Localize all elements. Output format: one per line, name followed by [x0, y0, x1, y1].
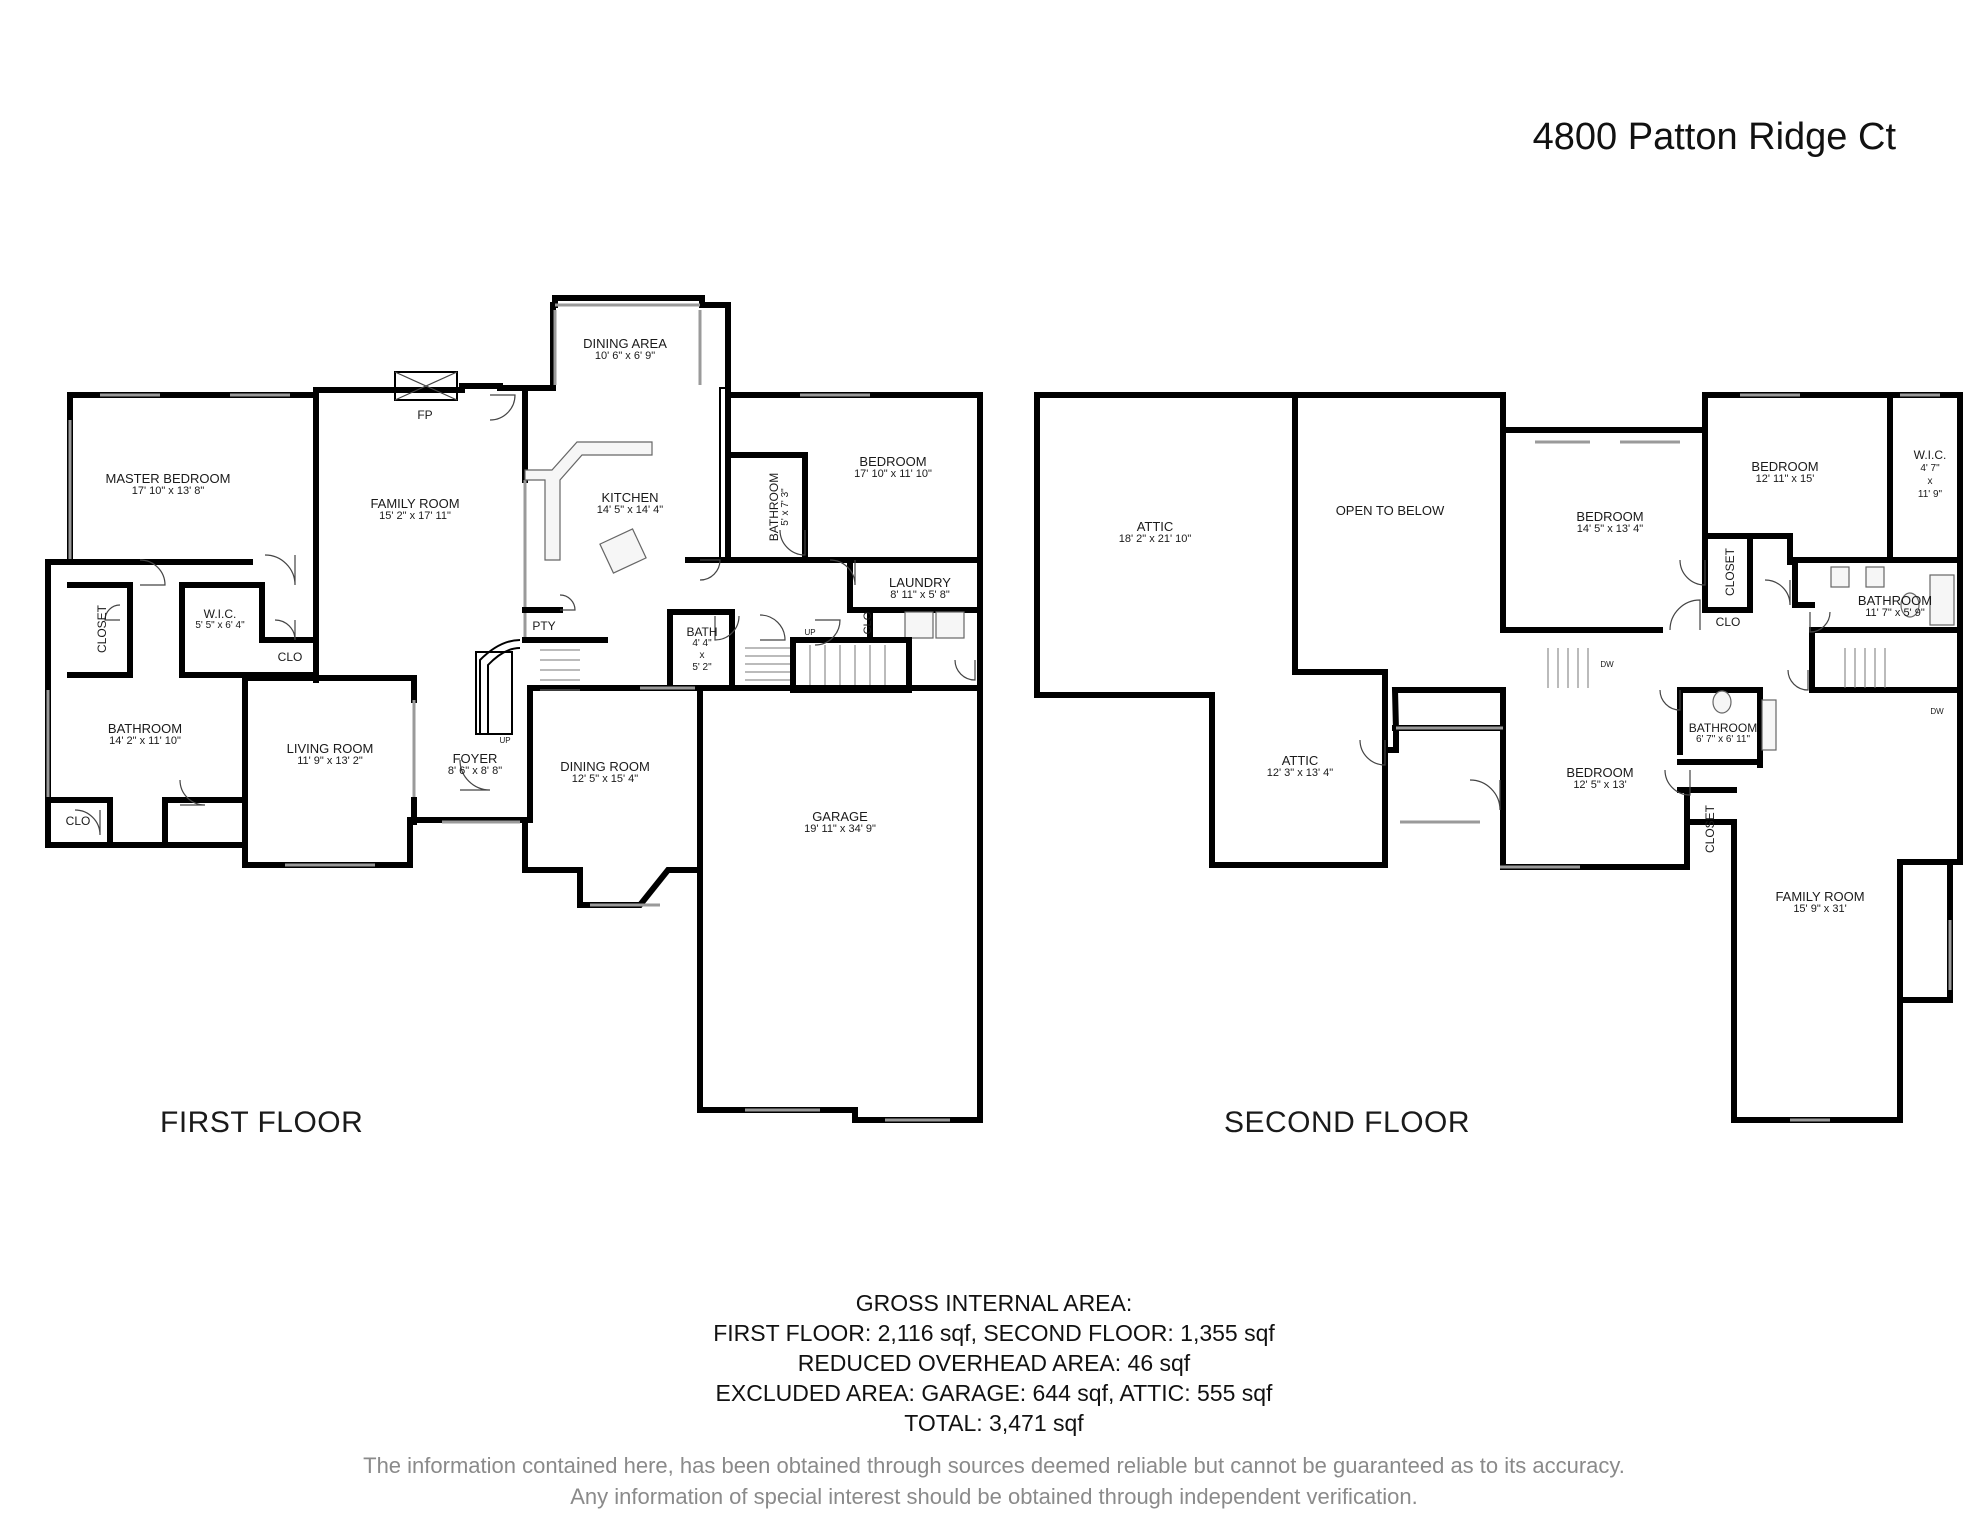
room-label-family-room: FAMILY ROOM 15' 2" x 17' 11" [370, 496, 460, 522]
stair-up-label: UP [499, 736, 511, 745]
stair-up-label-2: UP [804, 628, 816, 637]
room-label-bathroom-master: BATHROOM 14' 2" x 11' 10" [107, 721, 183, 747]
room-label-attic-large: ATTIC 18' 2" x 21' 10" [1118, 519, 1192, 545]
room-label-bedroom-2: BEDROOM 14' 5" x 13' 4" [1576, 509, 1644, 535]
first-floor-plan [45, 295, 983, 1123]
pantry-label: PTY [532, 619, 556, 633]
fireplace-label: FP [417, 408, 433, 422]
area-summary: GROSS INTERNAL AREA: FIRST FLOOR: 2,116 … [0, 1288, 1988, 1438]
area-summary-reduced: REDUCED OVERHEAD AREA: 46 sqf [797, 1350, 1191, 1376]
disclaimer-line-2: Any information of special interest shou… [570, 1484, 1418, 1509]
room-label-attic-small: ATTIC 12' 3" x 13' 4" [1266, 753, 1334, 779]
room-label-wic-first: W.I.C. 5' 5" x 6' 4" [195, 607, 245, 631]
disclaimer: The information contained here, has been… [0, 1450, 1988, 1512]
closet-label-second-2: CLOSET [1703, 805, 1717, 854]
room-label-family-room-second: FAMILY ROOM 15' 9" x 31' [1775, 889, 1865, 915]
room-label-bathroom-hall: BATHROOM 6' 7" x 6' 11" [1688, 721, 1758, 745]
closet-label-second-1: CLOSET [1723, 548, 1737, 597]
room-label-master-bedroom: MASTER BEDROOM 17' 10" x 13' 8" [105, 471, 231, 497]
clo-label-wic: CLO [277, 650, 303, 664]
disclaimer-line-1: The information contained here, has been… [363, 1453, 1625, 1478]
second-floor-plan [1034, 392, 1963, 1123]
clo-label-laundry: CLO [862, 611, 874, 635]
second-floor-label: SECOND FLOOR [1224, 1106, 1471, 1139]
clo-label-second: CLO [1715, 615, 1741, 629]
room-label-bedroom-3: BEDROOM 12' 11" x 15' [1751, 459, 1819, 485]
property-address: 4800 Patton Ridge Ct [1532, 116, 1896, 158]
room-label-garage: GARAGE 19' 11" x 34' 9" [804, 809, 876, 835]
stair-down-label: DW [1600, 660, 1614, 669]
room-label-bathroom-upper: BATHROOM 11' 7" x 5' 9" [1857, 593, 1933, 619]
stair-down-label-2: DW [1930, 707, 1944, 716]
room-label-open-to-below: OPEN TO BELOW [1335, 503, 1445, 518]
area-summary-excluded: EXCLUDED AREA: GARAGE: 644 sqf, ATTIC: 5… [715, 1380, 1273, 1406]
clo-label-bath: CLO [65, 814, 91, 828]
room-label-kitchen: KITCHEN 14' 5" x 14' 4" [596, 490, 664, 516]
room-label-foyer: FOYER 8' 6" x 8' 8" [447, 751, 503, 777]
room-label-dining-area: DINING AREA 10' 6" x 6' 9" [583, 336, 667, 362]
fireplace-icon [394, 371, 458, 401]
area-summary-floors: FIRST FLOOR: 2,116 sqf, SECOND FLOOR: 1,… [713, 1320, 1275, 1346]
closet-label-first: CLOSET [95, 605, 109, 654]
room-label-living-room: LIVING ROOM 11' 9" x 13' 2" [286, 741, 374, 767]
room-label-half-bath: BATH 4' 4" x 5' 2" [686, 625, 718, 673]
area-summary-total: TOTAL: 3,471 sqf [904, 1410, 1084, 1436]
room-label-laundry: LAUNDRY 8' 11" x 5' 8" [889, 575, 951, 601]
first-floor-label: FIRST FLOOR [160, 1106, 364, 1139]
room-label-wic-second: W.I.C. 4' 7" x 11' 9" [1913, 448, 1947, 501]
area-summary-heading: GROSS INTERNAL AREA: [855, 1290, 1133, 1316]
room-label-bathroom-first-small: BATHROOM 5' x 7' 3" [767, 472, 791, 542]
room-label-dining-room: DINING ROOM 12' 5" x 15' 4" [560, 759, 650, 785]
room-label-bedroom-first: BEDROOM 17' 10" x 11' 10" [854, 454, 932, 480]
room-label-bedroom-4: BEDROOM 12' 5" x 13' [1566, 765, 1634, 791]
